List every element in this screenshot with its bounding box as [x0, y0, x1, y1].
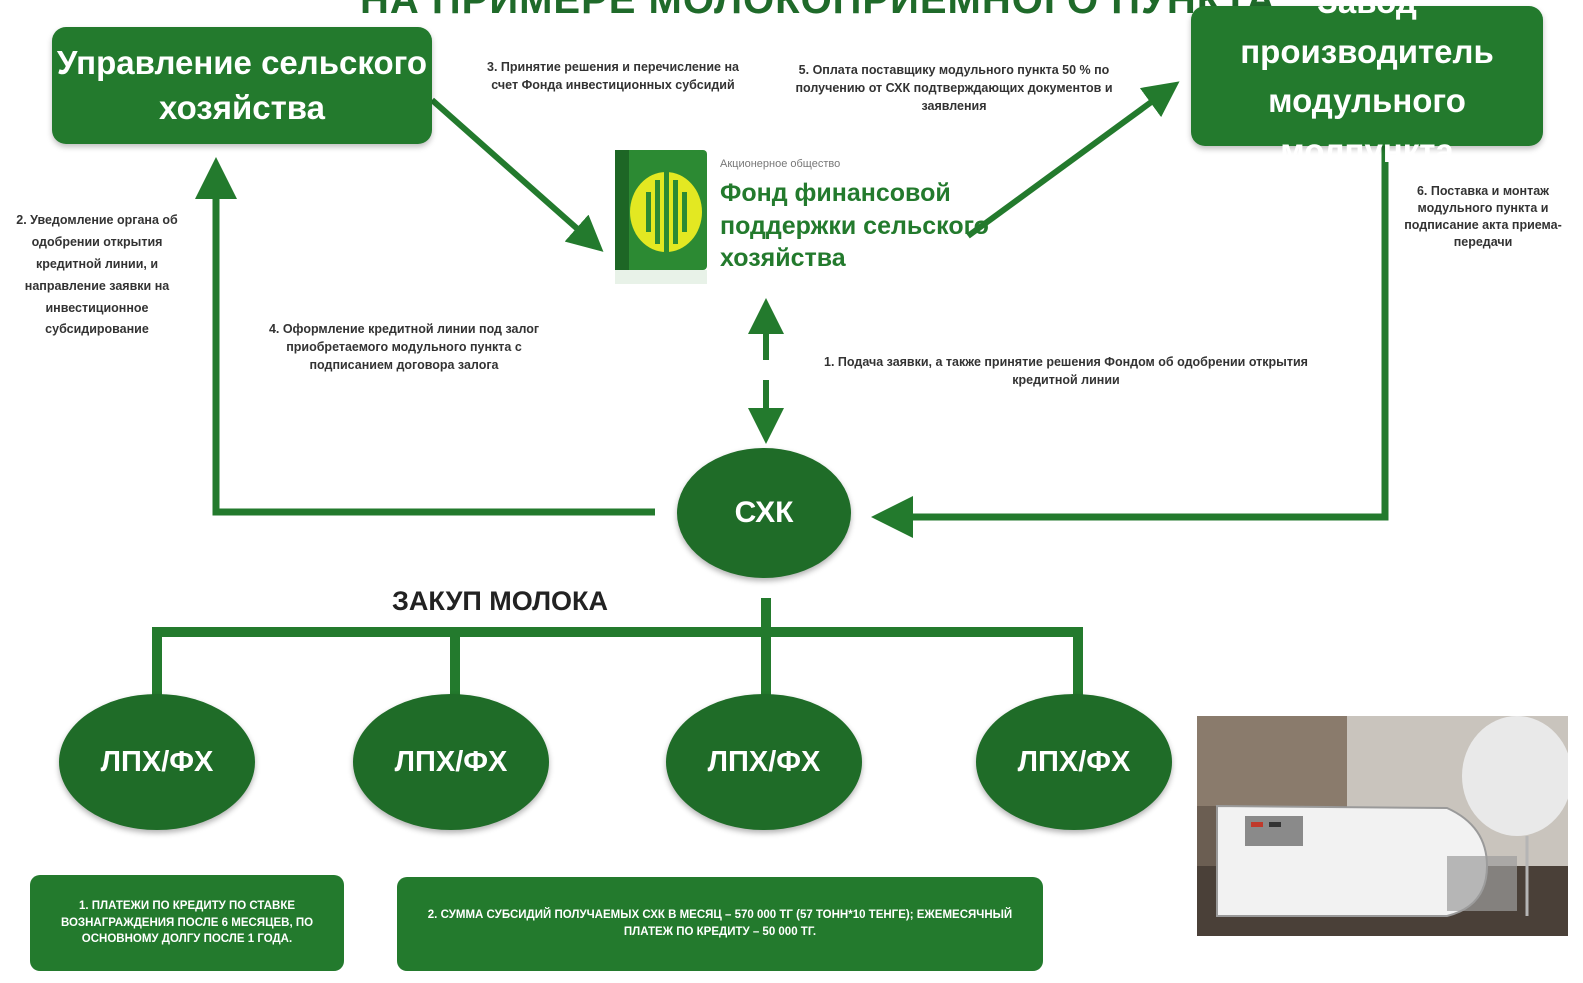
fund-name: Фонд финансовой поддержки сельского хозя… [720, 179, 989, 272]
factory-box: Завод производитель модульного молпункта [1191, 0, 1543, 169]
info-box-1-text: 1. ПЛАТЕЖИ ПО КРЕДИТУ ПО СТАВКЕ ВОЗНАГРА… [60, 899, 314, 946]
farm-label: ЛПХ/ФХ [1017, 745, 1131, 778]
farm-node: ЛПХ/ФХ [666, 694, 862, 830]
farm-node: ЛПХ/ФХ [976, 694, 1172, 830]
step-6-note: 6. Поставка и монтаж модульного пункта и… [1404, 184, 1562, 249]
fund-logo-icon [615, 150, 707, 284]
step-2-note: 2. Уведомление органа об одобрении откры… [16, 213, 178, 337]
farm-node: ЛПХ/ФХ [353, 694, 549, 830]
arrow-factory-to-center [871, 146, 1389, 538]
arrow-fund-to-factory [966, 81, 1180, 239]
factory-label: Завод производитель модульного молпункта [1240, 0, 1494, 169]
ministry-label: Управление сельского хозяйства [56, 43, 428, 126]
ministry-box: Управление сельского хозяйства [52, 27, 432, 144]
step-1-note: 1. Подача заявки, а также принятие решен… [824, 355, 1308, 388]
step-4-note: 4. Оформление кредитной линии под залог … [268, 322, 540, 373]
page-title: НА ПРИМЕРЕ МОЛОКОПРИЕМНОГО ПУНКТА [360, 0, 1276, 22]
center-label: СХК [734, 496, 794, 529]
step-3-note: 3. Принятие решения и перечисление на сч… [487, 60, 739, 93]
info-box-2-text: 2. СУММА СУБСИДИЙ ПОЛУЧАЕМЫХ СХК В МЕСЯЦ… [427, 909, 1013, 938]
farm-label: ЛПХ/ФХ [394, 745, 508, 778]
arrow-ministry-to-fund [430, 97, 604, 252]
arrow-center-to-ministry [195, 157, 655, 516]
farm-label: ЛПХ/ФХ [100, 745, 214, 778]
farm-node: ЛПХ/ФХ [59, 694, 255, 830]
center-node-skh: СХК [677, 448, 851, 578]
farm-label: ЛПХ/ФХ [707, 745, 821, 778]
purchase-label: ЗАКУП МОЛОКА [392, 586, 609, 616]
info-box-subsidies: 2. СУММА СУБСИДИЙ ПОЛУЧАЕМЫХ СХК В МЕСЯЦ… [397, 877, 1043, 971]
info-box-credit-payments: 1. ПЛАТЕЖИ ПО КРЕДИТУ ПО СТАВКЕ ВОЗНАГРА… [30, 875, 344, 971]
step-5-note: 5. Оплата поставщику модульного пункта 5… [795, 63, 1113, 114]
milk-cooling-tank-photo [1197, 716, 1568, 936]
fund-org-type: Акционерное общество [720, 158, 841, 170]
